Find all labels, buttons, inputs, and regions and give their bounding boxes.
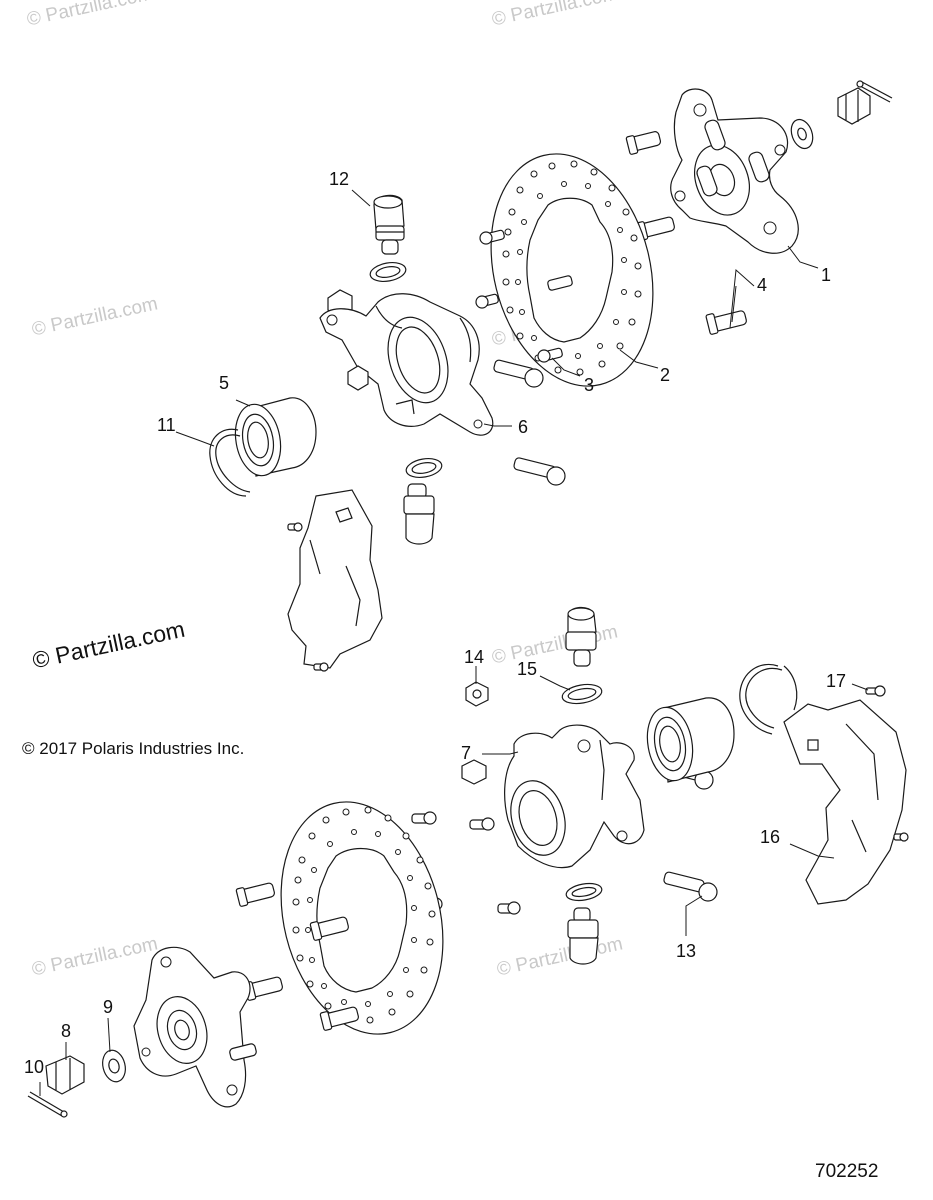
caliper-bracket-lower (783, 699, 907, 905)
wheel-stud-lower-4 (319, 1006, 359, 1031)
brake-disc-upper (490, 153, 654, 387)
callout-11: 11 (157, 415, 176, 435)
washer-upper (790, 118, 814, 150)
callout-9: 9 (103, 997, 114, 1017)
snap-ring-lower-bottom (565, 882, 603, 902)
callout-8: 8 (61, 1021, 72, 1041)
screw-knuckle-lower-1 (411, 811, 437, 825)
callout-15: 15 (517, 659, 538, 679)
ball-joint-lower-bottom (567, 907, 599, 965)
screw-bracket-upper-2 (313, 662, 329, 672)
callout-13: 13 (676, 941, 697, 961)
callout-12: 12 (329, 169, 350, 189)
ball-joint-upper-lower (403, 483, 435, 545)
copyright-text: © 2017 Polaris Industries Inc. (22, 739, 245, 758)
snap-ring-upper-small (369, 262, 407, 282)
disc-screw-upper-1 (479, 229, 505, 245)
caliper-bracket-upper (287, 489, 383, 669)
callout-10: 10 (24, 1057, 45, 1077)
callout-4: 4 (757, 275, 768, 295)
callout-3: 3 (584, 375, 595, 395)
steering-knuckle-upper (319, 293, 494, 436)
diagram-number: 702252 (815, 1161, 879, 1182)
screw-knuckle-lower-2 (469, 817, 495, 831)
wheel-hub-upper (670, 88, 799, 254)
brake-disc-lower (280, 801, 444, 1035)
snap-ring-lower-small (561, 683, 603, 705)
callout-16: 16 (760, 827, 781, 847)
cotter-pin-upper (856, 80, 893, 103)
disc-stud-upper (547, 275, 573, 291)
ball-joint-upper (373, 194, 405, 255)
callout-2: 2 (660, 365, 671, 385)
callout-7: 7 (461, 743, 472, 763)
bolt-knuckle-upper-1 (493, 359, 544, 388)
wheel-stud-upper-3 (705, 310, 747, 335)
steering-knuckle-lower (504, 724, 645, 869)
callout-6: 6 (518, 417, 529, 437)
screw-bracket-lower-1 (865, 685, 886, 697)
bolt-knuckle-lower-2 (663, 871, 718, 902)
nut-lower-14 (465, 681, 489, 707)
screw-bracket-lower-2 (893, 832, 909, 842)
snap-ring-lower-large (739, 663, 798, 735)
snap-ring-upper-lower (405, 458, 443, 478)
bearing-upper (234, 397, 317, 477)
castle-nut-lower (45, 1055, 85, 1095)
callout-14: 14 (464, 647, 485, 667)
wheel-stud-lower-1 (235, 882, 275, 907)
nut-knuckle-upper (347, 365, 369, 391)
snap-ring-upper-large (209, 428, 251, 497)
bolt-knuckle-upper-2 (513, 457, 566, 486)
leader-lines (39, 189, 869, 1096)
wheel-hub-lower (133, 946, 257, 1108)
screw-knuckle-lower-4 (497, 901, 521, 915)
bearing-lower (646, 697, 735, 783)
callout-17: 17 (826, 671, 847, 691)
cotter-pin-lower (27, 1091, 68, 1118)
wheel-stud-upper-1 (625, 131, 662, 155)
washer-lower (102, 1049, 126, 1083)
callout-5: 5 (219, 373, 230, 393)
callout-1: 1 (821, 265, 832, 285)
screw-bracket-upper-1 (287, 522, 303, 532)
wheel-stud-lower-2 (309, 916, 349, 941)
nut-knuckle-lower (461, 759, 487, 785)
disc-screw-upper-2 (475, 293, 499, 309)
castle-nut-upper (837, 87, 871, 125)
ball-joint-lower-top (565, 606, 597, 667)
